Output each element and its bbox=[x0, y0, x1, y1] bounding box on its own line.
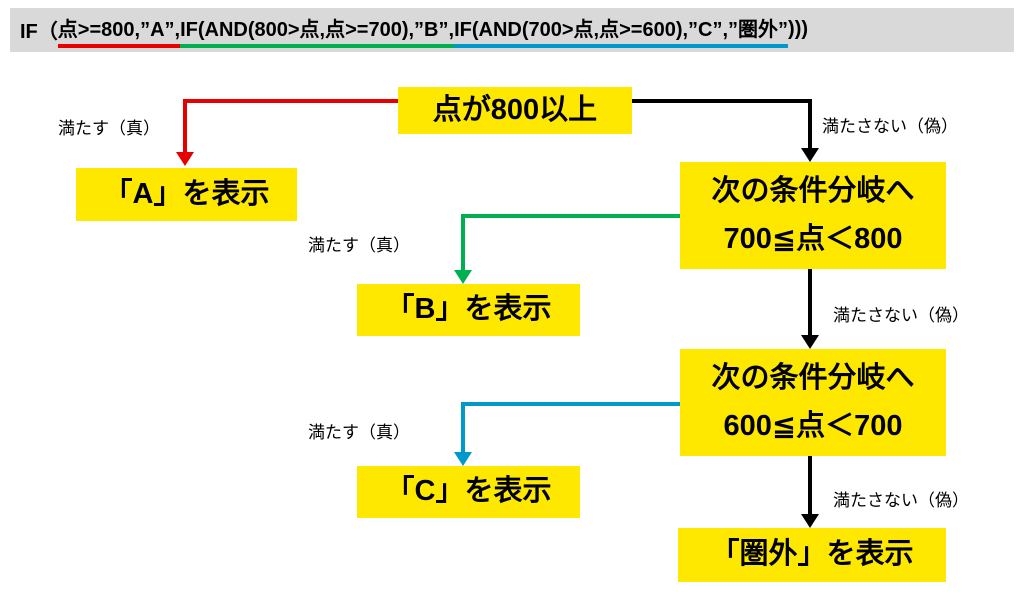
node-branch-600-700: 次の条件分岐へ 600≦点＜700 bbox=[680, 349, 946, 456]
node-result-b-label: 「B」を表示 bbox=[385, 293, 552, 326]
arrow-green-vertical bbox=[461, 214, 465, 271]
label-true-2: 満たす（真） bbox=[308, 236, 410, 255]
arrow-black1-vertical bbox=[808, 99, 812, 149]
arrow-black3-head-icon bbox=[801, 514, 819, 528]
node-result-c-label: 「C」を表示 bbox=[385, 475, 552, 508]
node-result-c: 「C」を表示 bbox=[357, 466, 580, 518]
label-false-2: 満たさない（偽） bbox=[833, 306, 969, 325]
formula-bar: IF（点>=800,”A”,IF(AND(800>点,点>=700),”B”,I… bbox=[10, 8, 1014, 52]
arrow-black1-horizontal bbox=[632, 99, 812, 103]
label-true-1: 満たす（真） bbox=[58, 119, 160, 138]
node-condition-800: 点が800以上 bbox=[398, 87, 632, 134]
node-branch-600-700-line1: 次の条件分岐へ bbox=[711, 361, 915, 394]
node-result-a: 「A」を表示 bbox=[76, 168, 297, 221]
arrow-red-horizontal bbox=[183, 99, 398, 103]
node-result-out: 「圏外」を表示 bbox=[678, 528, 946, 582]
formula-segment-prefix: IF（ bbox=[20, 20, 58, 43]
formula-segment-condition1: 点>=800,”A”, bbox=[57, 13, 181, 48]
node-branch-700-800: 次の条件分岐へ 700≦点＜800 bbox=[680, 162, 946, 269]
node-result-a-label: 「A」を表示 bbox=[103, 177, 270, 210]
formula-segment-suffix: ))) bbox=[788, 17, 809, 40]
arrow-red-vertical bbox=[183, 99, 187, 153]
node-branch-700-800-line2: 700≦点＜800 bbox=[723, 222, 903, 255]
arrow-green-head-icon bbox=[454, 270, 472, 284]
arrow-black2-head-icon bbox=[801, 335, 819, 349]
arrow-red-head-icon bbox=[176, 152, 194, 166]
arrow-blue-vertical bbox=[461, 402, 465, 453]
label-true-3: 満たす（真） bbox=[308, 423, 410, 442]
label-false-1: 満たさない（偽） bbox=[822, 117, 958, 136]
node-condition-800-label: 点が800以上 bbox=[432, 93, 598, 126]
formula-segment-condition3: IF(AND(700>点,点>=600),”C”,”圏外” bbox=[454, 13, 789, 48]
node-result-out-label: 「圏外」を表示 bbox=[710, 538, 914, 571]
arrow-black2-vertical bbox=[808, 269, 812, 336]
label-false-3: 満たさない（偽） bbox=[833, 491, 969, 510]
arrow-blue-head-icon bbox=[454, 452, 472, 466]
arrow-green-horizontal bbox=[461, 214, 680, 218]
arrow-black3-vertical bbox=[808, 456, 812, 515]
arrow-black1-head-icon bbox=[801, 148, 819, 162]
node-branch-600-700-line2: 600≦点＜700 bbox=[723, 409, 903, 442]
node-result-b: 「B」を表示 bbox=[357, 284, 580, 336]
formula-segment-condition2: IF(AND(800>点,点>=700),”B”, bbox=[180, 13, 455, 48]
node-branch-700-800-line1: 次の条件分岐へ bbox=[711, 174, 915, 207]
arrow-blue-horizontal bbox=[461, 402, 680, 406]
